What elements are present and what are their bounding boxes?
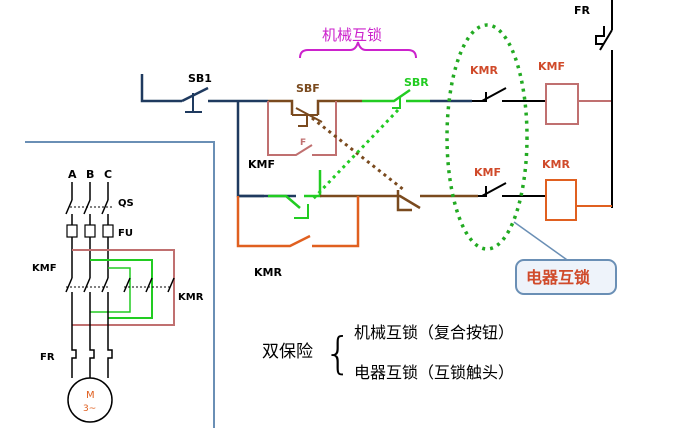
phase-a-label: A [68, 168, 77, 181]
sbf-mech-link [311, 116, 405, 192]
sbf-lower-contact [378, 190, 421, 212]
fr-top-contact [595, 0, 613, 208]
kmr-interlock-contact [472, 87, 546, 102]
kmf-hold-mark: F [300, 138, 306, 148]
fr-thermal-elements [71, 345, 113, 378]
kmf-interlock-contact [478, 182, 546, 197]
main-circuit-frame [25, 141, 215, 428]
kmf-coil [545, 83, 579, 125]
three-phase-lines [65, 182, 109, 225]
kmr-hold-contact [236, 196, 360, 248]
fr-main-label: FR [40, 352, 55, 363]
phase-c-label: C [104, 168, 112, 181]
kmr-contact-label: KMR [470, 64, 498, 77]
elec-interlock-label: 电器互锁 [526, 268, 590, 287]
sbr-lower-button [294, 204, 309, 219]
sbf-button [298, 115, 308, 127]
motor-m-label: M [86, 390, 95, 401]
sb1-label: SB1 [188, 72, 212, 85]
kmf-main-contacts [65, 277, 109, 345]
elec-interlock-ellipse [445, 23, 529, 251]
sbr-label: SBR [404, 76, 429, 89]
fr-top-label: FR [574, 4, 591, 17]
kmf-hold-label: KMF [248, 158, 275, 171]
sbr-contact [362, 88, 430, 103]
kmf-main-label: KMF [32, 263, 57, 274]
callout-pointer [513, 221, 571, 263]
kmf-hold-contact [267, 101, 337, 156]
sbf-right [316, 99, 362, 115]
qs-label: QS [118, 198, 134, 209]
explain-line-1: 机械互锁（复合按钮） [354, 323, 514, 342]
brace-symbol: { [324, 328, 352, 379]
explain-line-2: 电器互锁（互锁触头） [354, 363, 514, 382]
fu-label: FU [118, 228, 133, 239]
sb1-button [185, 93, 202, 113]
kmr-main-label: KMR [178, 292, 204, 303]
kmf-coil-label: KMF [538, 60, 565, 73]
kmr-coil-label: KMR [542, 158, 570, 171]
sbr-lower-contact [268, 170, 322, 209]
kmr-main-contacts [123, 277, 175, 293]
sbf-label: SBF [296, 82, 320, 95]
mech-interlock-bracket [299, 41, 417, 59]
reverse-wire-a [72, 249, 175, 326]
sbf-left [268, 99, 294, 115]
mech-interlock-title: 机械互锁 [322, 26, 382, 44]
sb1-contact [181, 86, 209, 103]
kmr-coil [545, 179, 577, 221]
reverse-wire-c [90, 267, 131, 313]
double-insurance-label: 双保险 [262, 342, 313, 362]
fuses [66, 224, 114, 238]
main-lines-mid [71, 237, 109, 278]
motor-phase-label: 3~ [83, 404, 96, 414]
kmf-contact-label: KMF [474, 166, 501, 179]
elec-interlock-callout [515, 259, 617, 295]
phase-b-label: B [86, 168, 94, 181]
sbf-contact [292, 107, 323, 123]
left-rail [140, 74, 182, 103]
reverse-wire-b [90, 259, 153, 319]
kmr-hold-label: KMR [254, 266, 282, 279]
sbr-button [392, 96, 401, 109]
motor-circle [67, 377, 113, 423]
